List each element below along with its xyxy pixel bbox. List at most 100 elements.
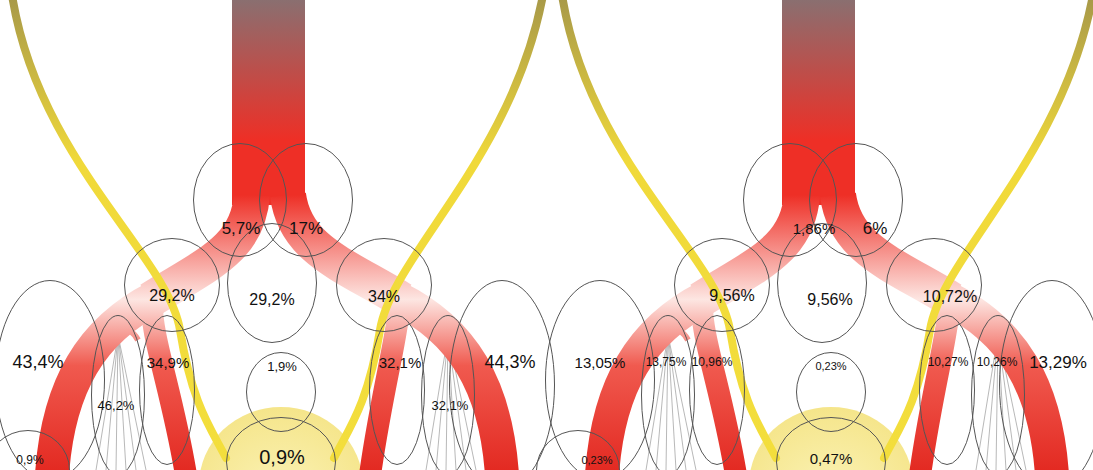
ellipse-outline (886, 238, 982, 332)
region-ellipse: 32,1% (421, 315, 475, 470)
ellipse-outline (370, 316, 425, 465)
region-ellipse: 10,72% (886, 238, 982, 332)
percentage-label: 0,9% (259, 447, 305, 467)
percentage-label: 13,29% (1029, 354, 1087, 371)
region-ellipse: 17% (259, 143, 353, 257)
ellipse-outline (228, 224, 317, 343)
region-ellipse: 0,23% (796, 352, 866, 432)
ellipse-outline (674, 238, 770, 332)
percentage-label: 13,75% (646, 356, 687, 368)
percentage-label: 0,9% (16, 454, 43, 466)
percentage-label: 32,1% (379, 355, 422, 370)
percentage-label: 9,56% (807, 292, 852, 308)
percentage-label: 0,23% (581, 455, 612, 466)
ellipse-outline (0, 280, 105, 470)
region-ellipse: 9,56% (777, 223, 867, 343)
percentage-label: 10,26% (977, 356, 1018, 368)
ellipse-outline (810, 144, 903, 257)
ellipse-outline (450, 281, 555, 470)
ellipse-outline (809, 143, 903, 257)
ellipse-outline (777, 223, 867, 343)
region-ellipse: 10,26% (971, 315, 1025, 470)
region-ellipse: 10,96% (689, 315, 745, 465)
ellipse-outline (972, 316, 1025, 470)
percentage-label: 10,96% (692, 356, 733, 368)
ellipse-outline (227, 223, 317, 343)
ellipse-outline (690, 316, 745, 465)
ellipse-outline (422, 316, 475, 470)
percentage-label: 32,1% (432, 399, 469, 412)
percentage-label: 1,9% (267, 360, 297, 373)
ellipse-outline (125, 239, 220, 332)
ellipse-outline (337, 239, 432, 332)
ellipse-outline (537, 431, 620, 470)
ellipse-outline (887, 239, 982, 332)
region-ellipse: 13,75% (641, 315, 695, 470)
ellipse-outline (247, 353, 316, 432)
region-ellipse: 13,05% (545, 280, 655, 470)
percentage-label: 34% (368, 289, 400, 305)
region-ellipse: 1,9% (246, 352, 316, 432)
ellipse-outline (675, 239, 770, 332)
percentage-label: 34,9% (147, 355, 190, 370)
region-ellipse: 10,27% (919, 315, 975, 465)
ellipse-outline (124, 238, 220, 332)
ellipse-outline (0, 431, 70, 470)
percentage-label: 1,86% (793, 221, 836, 236)
percentage-label: 43,4% (12, 353, 63, 371)
ellipse-outline (641, 315, 695, 470)
percentage-label: 46,2% (98, 399, 135, 412)
percentage-label: 0,23% (815, 361, 846, 372)
region-ellipse: 0,23% (536, 430, 620, 470)
left-panel-illustration (12, 0, 543, 470)
percentage-label: 17% (289, 220, 323, 237)
ellipse-outline (259, 143, 353, 257)
percentage-label: 10,27% (928, 356, 969, 368)
region-ellipse: 44,3% (449, 280, 555, 470)
ellipse-outline (971, 315, 1025, 470)
region-ellipse: 9,56% (674, 238, 770, 332)
right-panel-illustration (562, 0, 1093, 470)
ellipse-outline (797, 353, 866, 432)
region-ellipse: 0,9% (0, 430, 70, 470)
ellipse-outline (920, 316, 975, 465)
percentage-label: 44,3% (484, 353, 535, 371)
percentage-label: 6% (863, 220, 888, 237)
ellipse-outline (421, 315, 475, 470)
region-ellipse: 29,2% (124, 238, 220, 332)
region-ellipse: 0,9% (226, 417, 336, 470)
percentage-label: 9,56% (709, 288, 754, 304)
ellipse-outline (336, 238, 432, 332)
region-ellipse: 34,9% (139, 315, 195, 465)
percentage-label: 0,47% (810, 451, 853, 466)
percentage-label: 29,2% (249, 292, 294, 308)
ellipse-outline (777, 418, 886, 470)
ellipse-outline (91, 315, 145, 470)
ellipse-outline (449, 280, 555, 470)
region-ellipse: 46,2% (91, 315, 145, 470)
ellipse-outline (546, 281, 655, 470)
ellipse-outline (369, 315, 425, 465)
ellipse-outline (139, 315, 195, 465)
ellipse-outline (545, 280, 655, 470)
ellipse-outline (0, 281, 105, 470)
ellipse-outline (919, 315, 975, 465)
region-ellipse: 0,47% (776, 417, 886, 470)
ellipse-outline (140, 316, 195, 465)
ellipse-outline (642, 316, 695, 470)
region-ellipse: 43,4% (0, 280, 105, 470)
region-ellipse: 34% (336, 238, 432, 332)
ellipse-outline (778, 224, 867, 343)
region-ellipse: 29,2% (227, 223, 317, 343)
ellipse-outline (227, 418, 336, 470)
percentage-label: 13,05% (575, 355, 626, 370)
region-ellipse: 32,1% (369, 315, 425, 465)
ellipse-outline (92, 316, 145, 470)
percentage-label: 10,72% (923, 289, 977, 305)
percentage-label: 5,7% (222, 220, 261, 237)
region-ellipse: 6% (809, 143, 903, 257)
ellipse-outline (1000, 281, 1093, 470)
region-ellipse: 13,29% (999, 280, 1093, 470)
ellipse-outline (260, 144, 353, 257)
